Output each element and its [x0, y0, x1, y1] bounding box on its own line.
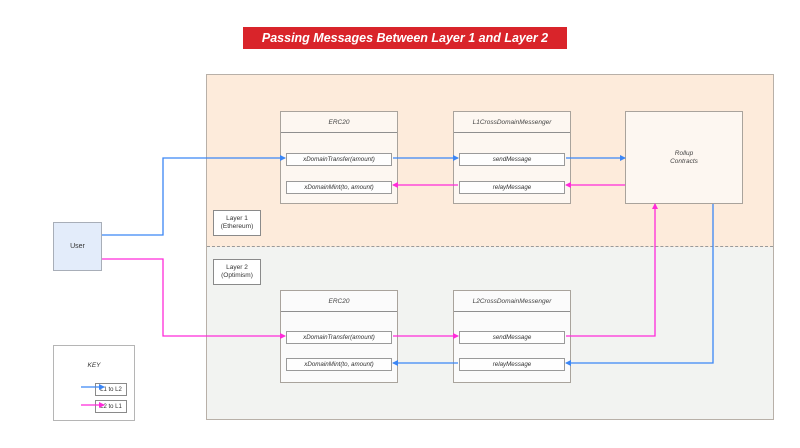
l1-messenger-name: L1CrossDomainMessenger [454, 112, 570, 133]
l1-erc20-method-xdomainmint: xDomainMint(to, amount) [286, 181, 392, 194]
l2-erc20-name: ERC20 [281, 291, 397, 312]
l2-messenger-method-relaymessage: relayMessage [459, 358, 565, 371]
l1-erc20-name: ERC20 [281, 112, 397, 133]
l1-messenger-method-sendmessage: sendMessage [459, 153, 565, 166]
system-boundary [206, 74, 774, 420]
l1-messenger-box: L1CrossDomainMessenger sendMessage relay… [453, 111, 571, 204]
l2-erc20-method-xdomainmint: xDomainMint(to, amount) [286, 358, 392, 371]
l2-erc20-method-xdomaintransfer: xDomainTransfer(amount) [286, 331, 392, 344]
rollup-line2: Contracts [670, 157, 698, 165]
layer2-label-line2: (Optimism) [221, 272, 253, 279]
legend-title: KEY [87, 362, 101, 369]
user-box: User [53, 222, 102, 271]
arrow-user-to-l2-erc20 [102, 258, 286, 339]
layer1-label: Layer 1 (Ethereum) [213, 210, 261, 236]
rollup-contracts-box: Rollup Contracts [625, 111, 743, 204]
l1-messenger-method-relaymessage: relayMessage [459, 181, 565, 194]
layer2-label-line1: Layer 2 [226, 264, 248, 271]
layer2-label: Layer 2 (Optimism) [213, 259, 261, 285]
rollup-line1: Rollup [674, 149, 694, 157]
layer1-label-line1: Layer 1 [226, 215, 248, 222]
l2-erc20-box: ERC20 xDomainTransfer(amount) xDomainMin… [280, 290, 398, 383]
layer1-label-line2: (Ethereum) [220, 223, 254, 230]
layer-divider [207, 246, 773, 247]
legend-key: KEY L1 to L2 L2 to L1 [53, 345, 135, 421]
arrow-rollup-to-l2-relaymessage [565, 204, 714, 366]
l2-messenger-method-sendmessage: sendMessage [459, 331, 565, 344]
l2-messenger-box: L2CrossDomainMessenger sendMessage relay… [453, 290, 571, 383]
l2-messenger-name: L2CrossDomainMessenger [454, 291, 570, 312]
diagram-title: Passing Messages Between Layer 1 and Lay… [243, 27, 567, 49]
l1-erc20-method-xdomaintransfer: xDomainTransfer(amount) [286, 153, 392, 166]
arrow-l2-sendmessage-to-rollup [566, 203, 658, 337]
arrow-user-to-l1-erc20 [102, 155, 286, 236]
